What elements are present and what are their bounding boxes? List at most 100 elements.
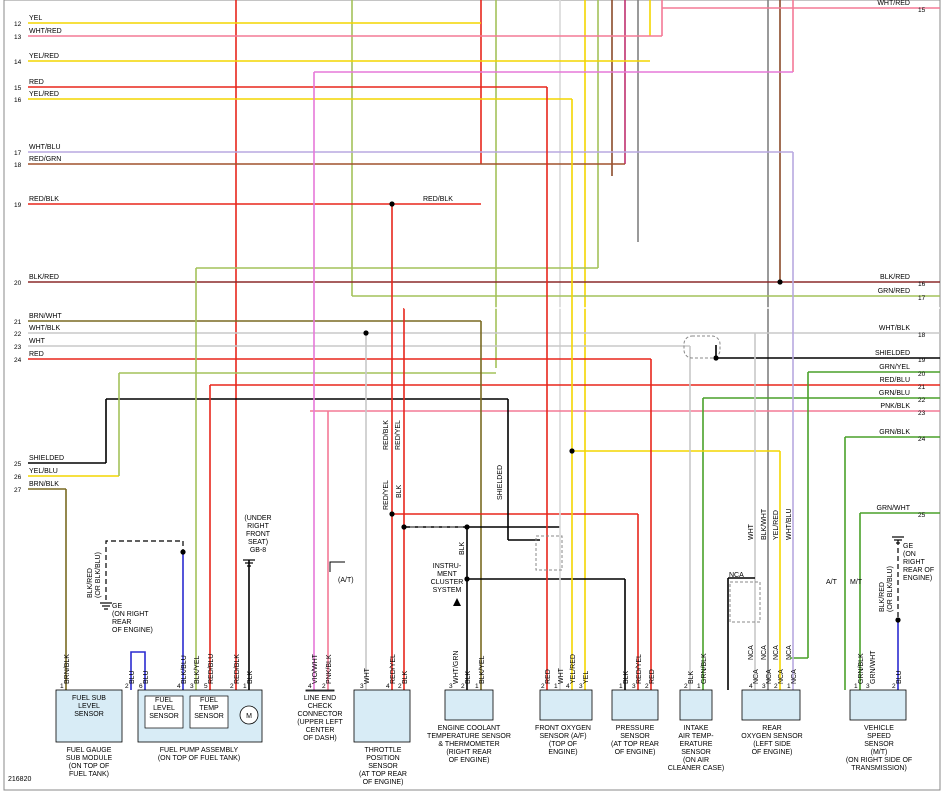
pressure-pin-wire: RED [649,669,656,684]
left-pin-number: 21 [14,319,22,326]
left-pin-number: 27 [14,487,22,494]
left-wire-labels: 12YEL13WHT/RED14YEL/RED15RED16YEL/RED17W… [14,15,64,494]
left-pin-number: 12 [14,21,22,28]
left-wire-label: YEL [29,15,42,22]
rear-o2-pin-2: 2 [774,683,778,690]
red-yel-v-label: RED/YEL [395,420,402,450]
vss-pin-wire: BLU [896,670,903,684]
blk-v-label: BLK [396,484,403,498]
right-pin-number: 24 [918,436,926,443]
fuel-pump-pin-3: 3 [190,683,194,690]
fuel-gauge-box [55,689,123,743]
throttle-pin-wire: WHT [364,667,371,684]
rear-o2-pin-wire: NCA [791,669,798,684]
left-wire-label: RED/GRN [29,156,61,163]
left-wire-label: BRN/BLK [29,481,59,488]
vss-pin-1: 1 [854,683,858,690]
right-wire-label: PNK/BLK [880,403,910,410]
fuel-pump-pin-5: 5 [204,683,208,690]
motor-label: M [246,713,252,720]
rear-o2-top-wire: BLK/WHT [761,508,768,540]
component-boxes [55,689,907,743]
fuel-pump-caption: FUEL PUMP ASSEMBLY(ON TOP OF FUEL TANK) [158,747,240,762]
left-pin-number: 14 [14,59,22,66]
right-wire-label: BLK/RED [880,274,910,281]
line-end-pin-wire: VIO/WHT [312,653,319,684]
fuel-pump-pin-4: 4 [177,683,181,690]
left-pin-number: 17 [14,150,22,157]
at-label: (A/T) [338,577,354,584]
line-end-pin-2: 2 [322,683,326,690]
ground-icon [100,536,904,610]
intake-air-pin-wire: GRN/BLK [701,653,708,684]
right-pin-number: 19 [918,357,926,364]
left-wire-label: RED/BLK [29,196,59,203]
front-o2-pin-wire: RED [545,669,552,684]
fuel-pump-pin-wire: BLK/YEL [194,655,201,684]
left-wire-label: BRN/WHT [29,313,62,320]
left-pin-number: 16 [14,97,22,104]
left-pin-number: 25 [14,461,22,468]
right-pin-number: 22 [918,397,926,404]
left-wire-label: WHT/BLK [29,325,60,332]
pressure-pin-2: 2 [645,683,649,690]
pressure-pin-wire: RED/YEL [636,654,643,684]
coolant-pin-2: 2 [461,683,465,690]
throttle-box [353,689,411,743]
left-pin-number: 19 [14,202,22,209]
right-pin-number: 23 [918,410,926,417]
throttle-pin-4: 4 [386,683,390,690]
left-pin-number: 18 [14,162,22,169]
diagram-border [3,0,941,791]
front-o2-pin-2: 2 [541,683,545,690]
right-pin-number: 25 [918,512,926,519]
left-wire-label: SHIELDED [29,455,64,462]
throttle-pin-3: 3 [360,683,364,690]
fuel-pump-pin-wire: BLU [143,670,150,684]
vss-pin-3: 3 [866,683,870,690]
right-wire-label: GRN/BLK [879,429,910,436]
right-pin-number: 20 [918,371,926,378]
fuel-pump-pin-wire: BLK/BLU [181,655,188,684]
left-pin-number: 23 [14,344,22,351]
mid-labels: RED/BLK RED/BLK RED/YEL RED/YEL BLK SHIE… [87,196,934,634]
fuel-pump-pin-2: 2 [230,683,234,690]
fuel-pump-pin-1: 1 [243,683,247,690]
mt-split-label: M/T [850,579,863,586]
right-pin-number: 15 [918,7,926,14]
vss-pin-wire: GRN/BLK [858,653,865,684]
front-o2-pin-4: 4 [566,683,570,690]
left-wire-label: WHT/BLU [29,144,61,151]
rear-o2-nca: NCA [773,645,780,660]
front-o2-pin-wire: YEL/RED [570,654,577,684]
right-pin-number: 18 [918,332,926,339]
left-wire-label: YEL/RED [29,91,59,98]
rear-o2-box [741,689,801,721]
coolant-box [444,689,494,721]
pressure-pin-wire: BLK [623,670,630,684]
pressure-box [611,689,659,721]
fuel-gauge-pin-2: 2 [125,683,129,690]
right-pin-number: 21 [918,384,926,391]
left-wire-label: WHT [29,338,46,345]
red-yel-v2-label: RED/YEL [383,480,390,510]
front-o2-pin-wire: WHT [558,667,565,684]
blk-cluster-label: BLK [459,541,466,555]
pressure-pin-3: 3 [632,683,636,690]
left-pin-number: 13 [14,34,22,41]
pressure-pin-1: 1 [619,683,623,690]
rear-o2-top-wire: WHT [748,523,755,540]
